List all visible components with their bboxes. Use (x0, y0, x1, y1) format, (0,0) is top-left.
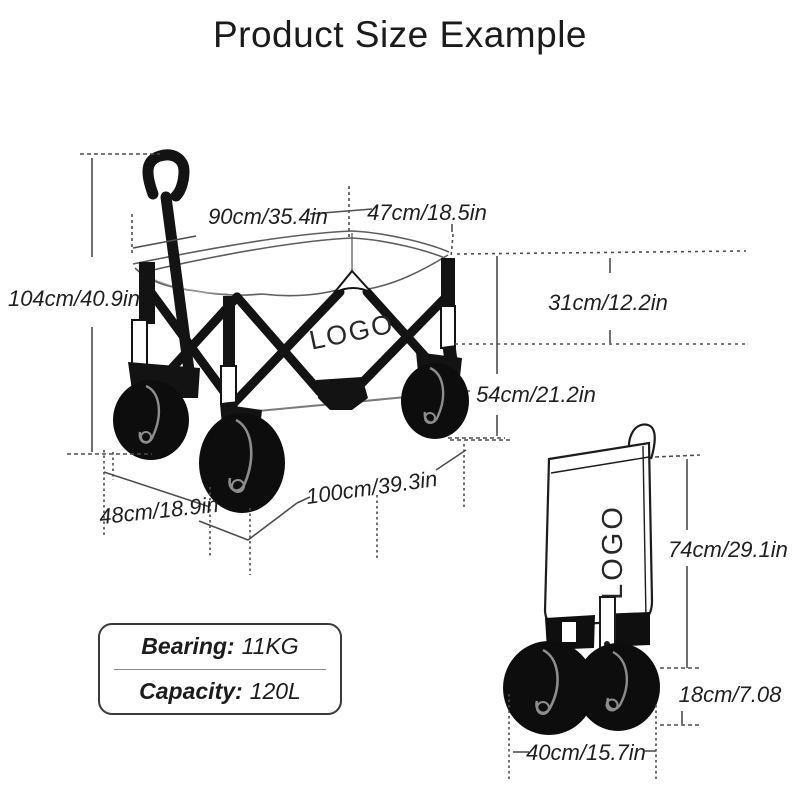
dimension-lines (67, 153, 747, 782)
capacity-label: Capacity: (139, 677, 243, 704)
dim-total-height-label: 104cm/40.9in (8, 286, 140, 311)
dim-track-width-label: 48cm/18.9in (98, 492, 220, 529)
dim-folded-height-label: 74cm/29.1in (668, 537, 788, 562)
dim-top-lines (131, 186, 454, 259)
wagon-handle (142, 149, 196, 384)
folded-logo-text: LOGO (597, 504, 629, 600)
dim-rim-to-ground-lines (448, 415, 505, 507)
dim-wheel-height-label: 18cm/7.08 (679, 682, 782, 707)
dim-basket-depth-lines (455, 250, 747, 374)
wagon-wheels (113, 363, 469, 513)
dim-overall-length-lines (198, 439, 512, 541)
wagon-peak-bracket (333, 269, 373, 294)
spec-box: Bearing: 11KG Capacity: 120L (98, 623, 342, 715)
folded-wheels (503, 641, 660, 735)
folded-wagon-drawing: LOGO (503, 423, 660, 735)
page-title: Product Size Example (212, 14, 587, 55)
bearing-label: Bearing: (141, 633, 235, 660)
dim-overall-length-label: 100cm/39.3in (305, 466, 439, 509)
bearing-value: 11KG (241, 633, 299, 660)
dim-folded-width-lines (508, 694, 657, 782)
folded-body-fold-line (550, 456, 650, 474)
dim-track-width-lines (103, 450, 378, 575)
spec-row-capacity: Capacity: 120L (114, 668, 326, 714)
capacity-value: 120L (249, 677, 301, 704)
dim-total-height-lines (67, 153, 160, 480)
dim-folded-width-label: 40cm/15.7in (526, 740, 646, 765)
dim-rim-to-ground-label: 54cm/21.2in (476, 382, 596, 407)
dim-wheel-height-lines (660, 711, 702, 726)
dim-folded-height-lines (654, 454, 702, 669)
wagon-drawing: LOGO (103, 149, 471, 513)
dim-top-width-label: 47cm/18.5in (367, 200, 487, 225)
dim-line-track-width (103, 471, 211, 508)
dim-basket-depth-label: 31cm/12.2in (548, 290, 668, 315)
folded-body-edge-line (642, 445, 647, 620)
wagon-center-bracket (316, 377, 368, 410)
spec-row-bearing: Bearing: 11KG (100, 625, 340, 669)
dim-top-length-label: 90cm/35.4in (208, 204, 328, 229)
